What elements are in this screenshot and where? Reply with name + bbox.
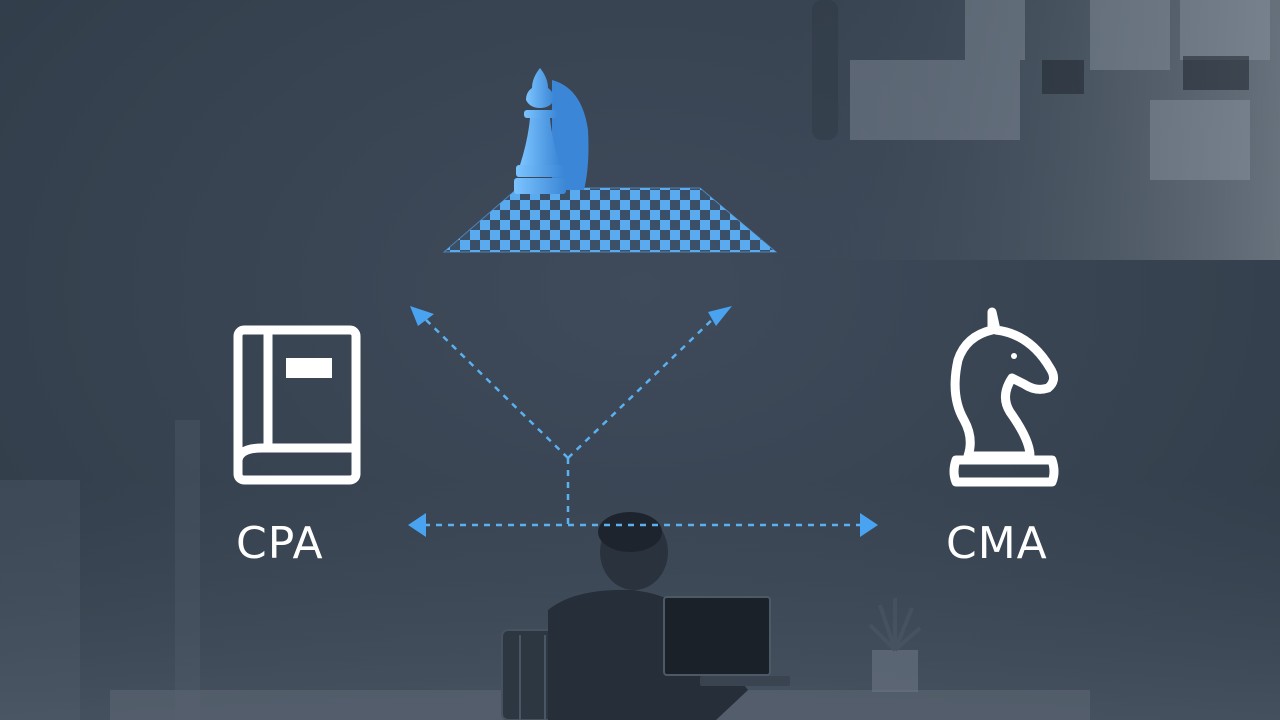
chess-board xyxy=(442,187,778,253)
connector-lines xyxy=(421,315,862,527)
arrowhead-left xyxy=(408,513,426,537)
book-icon xyxy=(233,325,361,485)
chess-knight-icon xyxy=(949,307,1059,487)
person-silhouette xyxy=(501,512,790,720)
arrowheads xyxy=(408,306,878,537)
label-cma: CMA xyxy=(946,518,1048,569)
knight-shadow xyxy=(552,80,589,190)
label-cpa: CPA xyxy=(236,518,324,569)
bishop-piece xyxy=(514,68,566,194)
arrowhead-right xyxy=(860,513,878,537)
arrowhead-top-left xyxy=(410,306,434,326)
chess-bishop-and-board-icon xyxy=(442,68,778,253)
arrowhead-top-right xyxy=(708,306,732,326)
